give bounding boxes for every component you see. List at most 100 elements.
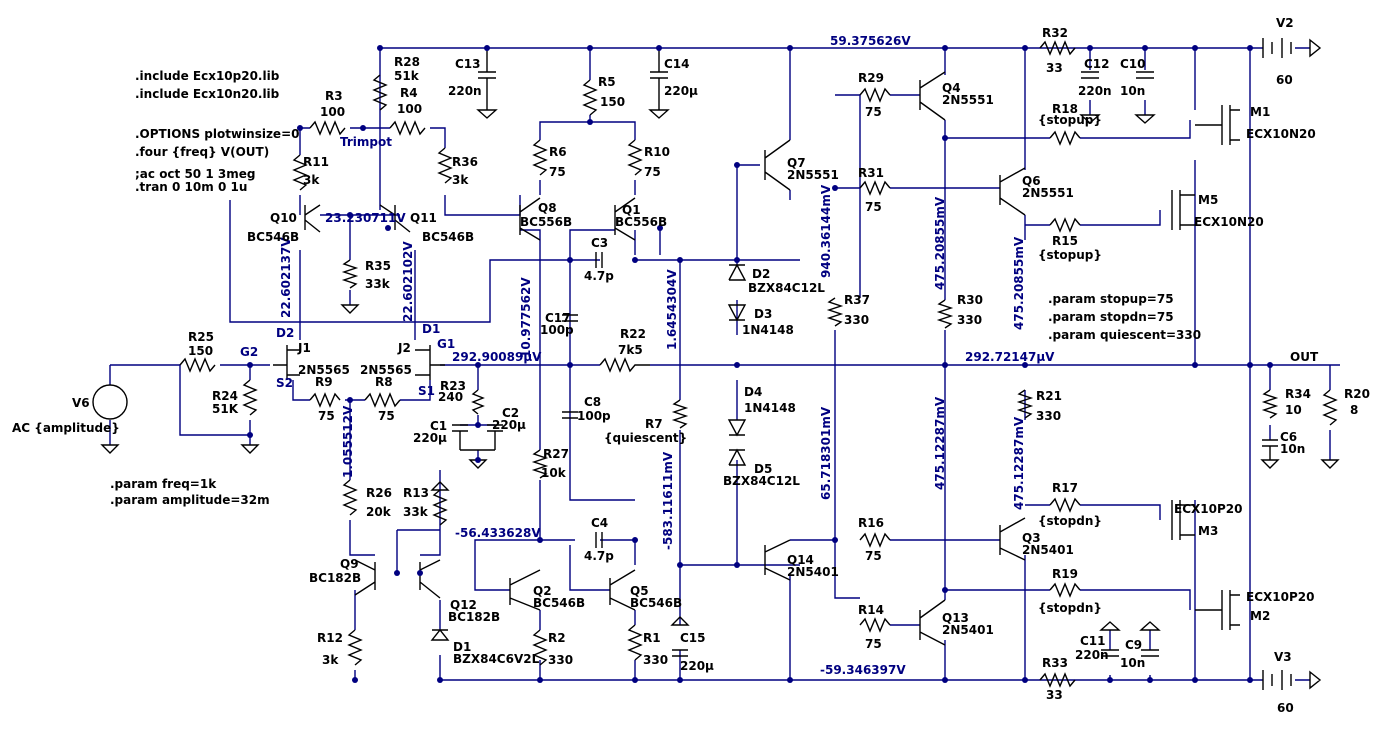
label-R29: R29	[858, 71, 884, 85]
directive-options: .OPTIONS plotwinsize=0	[135, 127, 299, 141]
value-M2: ECX10P20	[1246, 590, 1314, 604]
value-R27: 10k	[541, 466, 567, 480]
value-R7: {quiescent}	[604, 431, 687, 445]
label-V2: V2	[1276, 16, 1294, 30]
label-Q12: Q12	[450, 598, 477, 612]
junction-dot	[347, 212, 353, 218]
mosfet-M2	[1195, 590, 1240, 630]
capacitor-C2	[460, 424, 503, 451]
label-R6: R6	[549, 145, 567, 159]
value-D4: 1N4148	[744, 401, 796, 415]
jfet-J1	[273, 345, 300, 380]
label-Q4: Q4	[942, 81, 961, 95]
value-R8: 75	[378, 409, 395, 423]
capacitor-C11	[1101, 649, 1119, 657]
junction-dot	[1247, 362, 1253, 368]
junction-dot	[1087, 45, 1093, 51]
voltage-j2-source: 292.90089µV	[452, 350, 542, 364]
resistor-R14	[859, 617, 891, 633]
voltage-q14-emitter: 65.718301mV	[819, 406, 833, 500]
label-R21: R21	[1036, 389, 1062, 403]
voltage-r7-bottom: -583.11611mV	[661, 451, 675, 550]
label-R34: R34	[1285, 387, 1311, 401]
mosfet-M3	[1171, 500, 1195, 540]
transistor-Q6	[999, 167, 1026, 216]
diode-D5	[728, 448, 747, 466]
junction-dot	[247, 432, 253, 438]
value-V6: AC {amplitude}	[12, 421, 120, 435]
ground-symbols	[100, 38, 1340, 690]
resistor-R31	[859, 180, 891, 196]
resistor-R32	[1039, 40, 1076, 56]
output-net-label: OUT	[1290, 350, 1319, 364]
value-Q3: 2N5401	[1022, 543, 1074, 557]
value-R30: 330	[957, 313, 982, 327]
label-R33: R33	[1042, 656, 1068, 670]
junction-dot	[657, 225, 663, 231]
components	[92, 38, 1340, 690]
value-Q9: BC182B	[309, 571, 361, 585]
transistor-Q14	[764, 539, 791, 581]
value-R6: 75	[549, 165, 566, 179]
voltage-q6-emitter: 475.20855mV	[1012, 236, 1026, 330]
resistor-R30	[936, 299, 954, 329]
value-C15: 220µ	[680, 659, 714, 673]
diode-D1	[430, 628, 450, 641]
label-D2: D2	[752, 267, 770, 281]
value-R19: {stopdn}	[1038, 601, 1102, 615]
junction-dot	[677, 257, 683, 263]
label-C6: C6	[1280, 430, 1297, 444]
label-R11: R11	[303, 155, 329, 169]
junction-dot	[787, 677, 793, 683]
value-R13: 33k	[403, 505, 429, 519]
transistor-Q2	[509, 569, 541, 611]
transistor-Q4	[919, 71, 946, 121]
label-Q11: Q11	[410, 211, 437, 225]
resistor-R35	[341, 259, 359, 289]
capacitor-C15	[672, 649, 688, 657]
pin-d2: D2	[276, 326, 294, 340]
resistor-R8	[364, 392, 401, 408]
junction-dot	[377, 45, 383, 51]
label-R22: R22	[620, 327, 646, 341]
value-R5: 150	[600, 95, 625, 109]
label-R19: R19	[1052, 567, 1078, 581]
label-R10: R10	[644, 145, 670, 159]
label-R20: R20	[1344, 387, 1370, 401]
junction-dot	[677, 677, 683, 683]
label-C4: C4	[591, 516, 608, 530]
label-M3: M3	[1198, 524, 1218, 538]
junction-dot	[394, 570, 400, 576]
value-M3: ECX10P20	[1174, 502, 1242, 516]
label-C3: C3	[591, 236, 608, 250]
junction-dot	[537, 677, 543, 683]
junction-dot	[567, 362, 573, 368]
transistor-Q7	[764, 139, 791, 191]
resistor-R21	[1016, 389, 1034, 419]
resistor-R5	[582, 79, 598, 116]
capacitor-C12	[1081, 71, 1099, 79]
capacitor-C6	[1262, 439, 1278, 460]
label-R8: R8	[375, 375, 393, 389]
value-R18: {stopup}	[1038, 113, 1102, 127]
value-C9: 10n	[1120, 656, 1145, 670]
resistor-R4	[389, 120, 426, 136]
junction-dot	[475, 457, 481, 463]
value-R22: 7k5	[618, 343, 643, 357]
value-R21: 330	[1036, 409, 1061, 423]
resistor-R26	[342, 479, 358, 516]
label-R36: R36	[452, 155, 478, 169]
label-D1: D1	[453, 640, 471, 654]
label-Q14: Q14	[787, 553, 814, 567]
junction-dot	[1247, 45, 1253, 51]
value-R36: 3k	[452, 173, 469, 187]
resistor-R27	[531, 449, 549, 479]
pin-g2: G2	[240, 345, 258, 359]
transistor-Q1	[614, 197, 636, 241]
junction-dot	[832, 537, 838, 543]
label-R15: R15	[1052, 234, 1078, 248]
resistor-R13	[432, 489, 448, 526]
transistor-Q10	[304, 204, 321, 233]
